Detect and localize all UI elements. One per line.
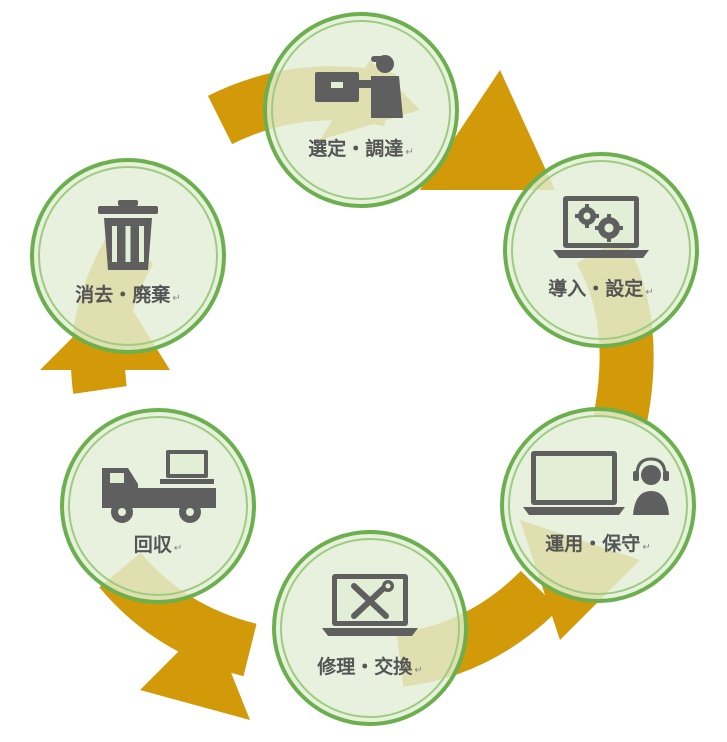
step-label: 回収↵ xyxy=(133,534,183,556)
step-repair-replace: 修理・交換↵ xyxy=(272,530,468,726)
step-select-procure: 選定・調達↵ xyxy=(263,12,459,208)
arrowhead-1 xyxy=(420,70,555,190)
step-label: 修理・交換↵ xyxy=(317,656,423,678)
step-erase-dispose: 消去・廃棄↵ xyxy=(30,158,226,354)
truck-laptop-icon xyxy=(98,450,218,530)
laptop-gears-icon xyxy=(553,194,649,268)
arrowhead-3 xyxy=(140,620,250,720)
laptop-tools-icon xyxy=(322,572,418,646)
step-operate-maintain: 運用・保守↵ xyxy=(500,407,696,603)
step-label: 選定・調達↵ xyxy=(308,138,414,160)
laptop-support-operator-icon xyxy=(523,449,673,523)
trash-can-icon xyxy=(96,200,160,274)
step-label: 消去・廃棄↵ xyxy=(75,284,181,306)
step-deploy-configure: 導入・設定↵ xyxy=(503,152,699,348)
step-label: 運用・保守↵ xyxy=(545,533,651,555)
step-collect: 回収↵ xyxy=(60,408,256,604)
step-label: 導入・設定↵ xyxy=(548,278,654,300)
delivery-person-icon xyxy=(315,54,407,122)
